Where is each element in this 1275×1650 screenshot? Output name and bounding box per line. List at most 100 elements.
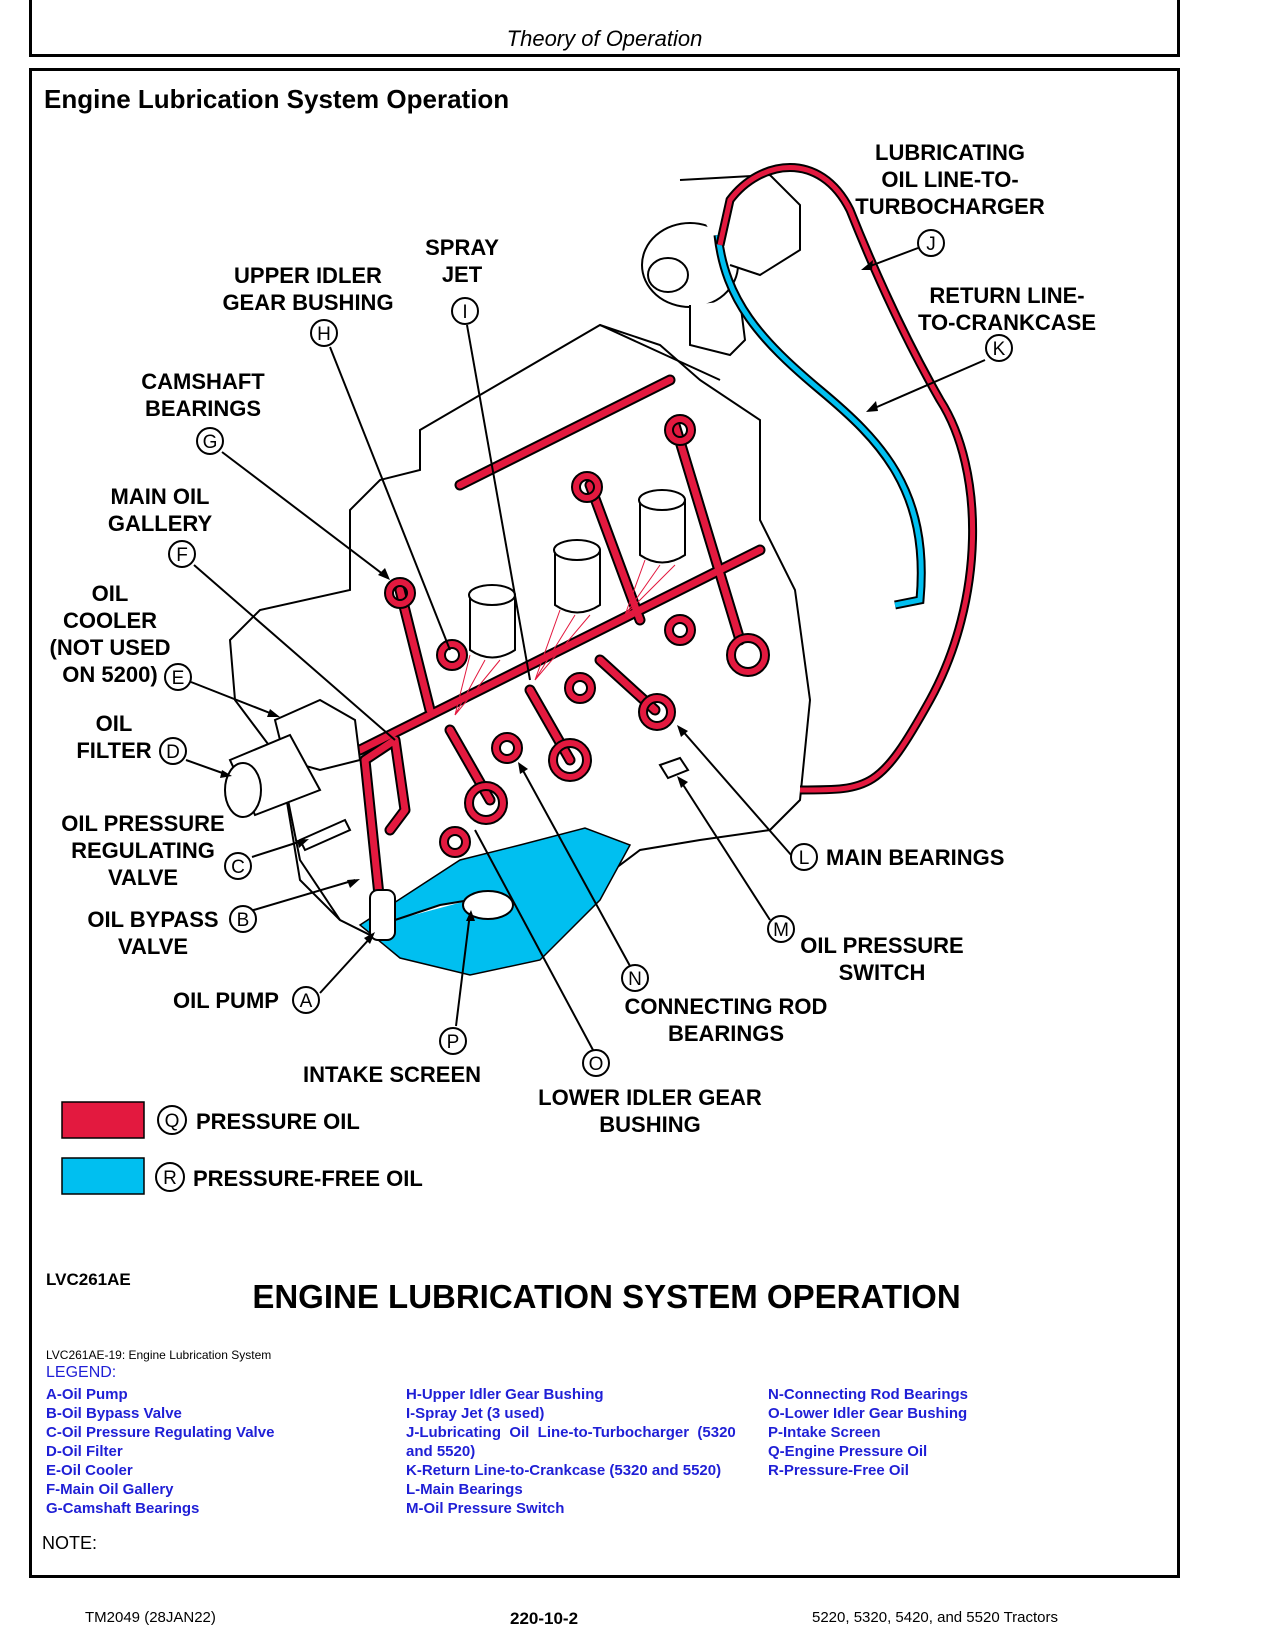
color-key: PRESSURE OIL PRESSURE-FREE OIL xyxy=(61,1101,423,1195)
label-oil-filter-1: OIL xyxy=(96,711,133,736)
callout-o: O xyxy=(582,1049,610,1077)
legend-item: I-Spray Jet (3 used) xyxy=(406,1405,545,1422)
callout-letter: C xyxy=(231,857,245,878)
callout-letter: G xyxy=(203,432,218,453)
legend-item: M-Oil Pressure Switch xyxy=(406,1500,565,1517)
legend-item: L-Main Bearings xyxy=(406,1481,523,1498)
label-lubricating-line-2: OIL LINE-TO- xyxy=(881,167,1018,192)
callout-q: Q xyxy=(157,1105,187,1135)
label-camshaft-2: BEARINGS xyxy=(145,396,261,421)
callout-letter: B xyxy=(237,910,250,931)
label-main-gallery-2: GALLERY xyxy=(108,511,213,536)
label-oil-cooler-3: (NOT USED xyxy=(50,635,171,660)
return-line-to-crankcase xyxy=(713,234,926,610)
lubrication-diagram: J I H K G F E D C B A L M N P O Q R LUBR… xyxy=(50,140,1096,1195)
legend-column-2: H-Upper Idler Gear Bushing I-Spray Jet (… xyxy=(406,1385,736,1518)
callout-letter: L xyxy=(799,848,810,869)
label-lower-idler-2: BUSHING xyxy=(599,1112,700,1137)
label-lubricating-line-1: LUBRICATING xyxy=(875,140,1025,165)
piston-top xyxy=(468,584,516,606)
engine-head-line xyxy=(419,324,721,470)
leader-i xyxy=(466,324,531,681)
figure-id: LVC261AE xyxy=(46,1270,131,1289)
label-return-line-2: TO-CRANKCASE xyxy=(918,310,1096,335)
callout-f: F xyxy=(168,540,196,568)
legend-item: E-Oil Cooler xyxy=(46,1462,133,1479)
turbo-inlet xyxy=(647,257,689,293)
legend-item: J-Lubricating Oil Line-to-Turbocharger (… xyxy=(406,1424,736,1441)
label-bypass-valve-2: VALVE xyxy=(118,934,188,959)
lubricating-line-to-turbo-fill xyxy=(717,165,976,793)
callout-letter: K xyxy=(993,339,1006,360)
legend-item: K-Return Line-to-Crankcase (5320 and 552… xyxy=(406,1462,722,1479)
arrowhead-c xyxy=(297,839,309,848)
spray-jets xyxy=(454,559,676,716)
callout-l: L xyxy=(790,843,818,871)
legend-item: B-Oil Bypass Valve xyxy=(46,1405,182,1422)
callout-letter: O xyxy=(589,1054,604,1075)
arrowhead-l xyxy=(677,725,688,737)
figure-title: ENGINE LUBRICATION SYSTEM OPERATION xyxy=(252,1278,961,1315)
callout-p: P xyxy=(439,1027,467,1055)
note-label: NOTE: xyxy=(42,1533,98,1553)
callout-letter: F xyxy=(176,545,188,566)
label-spray-jet-1: SPRAY xyxy=(425,235,499,260)
label-lubricating-line-3: TURBOCHARGER xyxy=(855,194,1045,219)
label-connecting-rod-2: BEARINGS xyxy=(668,1021,784,1046)
label-pressure-switch-1: OIL PRESSURE xyxy=(800,933,963,958)
figure-caption: LVC261AE-19: Engine Lubrication System xyxy=(46,1348,272,1362)
piston xyxy=(554,549,601,614)
label-pressure-switch-2: SWITCH xyxy=(839,960,926,985)
callout-letter: J xyxy=(926,234,936,255)
turbo-outlet xyxy=(689,299,747,357)
label-regulating-valve-2: REGULATING xyxy=(71,838,215,863)
piston xyxy=(639,499,686,564)
leader-lines xyxy=(185,247,986,1051)
footer-page-number: 220-10-2 xyxy=(510,1609,579,1628)
label-camshaft-1: CAMSHAFT xyxy=(141,369,265,394)
leader-c xyxy=(251,839,306,858)
key-pressure-free-oil: PRESSURE-FREE OIL xyxy=(193,1166,423,1191)
arrowhead-m xyxy=(677,776,688,788)
legend-item: D-Oil Filter xyxy=(46,1443,123,1460)
footer-model-range: 5220, 5320, 5420, and 5520 Tractors xyxy=(812,1609,1059,1626)
turbocharger xyxy=(641,173,801,357)
arrowhead-d xyxy=(220,770,232,778)
callout-letter: N xyxy=(628,969,642,990)
callout-n: N xyxy=(621,964,649,992)
swatch-pressure-oil xyxy=(61,1101,145,1139)
bearing-rings xyxy=(384,414,770,858)
content-frame xyxy=(29,68,1180,1578)
callout-b: B xyxy=(229,905,257,933)
label-return-line-1: RETURN LINE- xyxy=(929,283,1084,308)
pistons xyxy=(468,489,686,659)
leader-m xyxy=(679,779,771,921)
callout-e: E xyxy=(164,663,192,691)
legend-item: G-Camshaft Bearings xyxy=(46,1500,200,1517)
label-oil-cooler-2: COOLER xyxy=(63,608,157,633)
section-title: Engine Lubrication System Operation xyxy=(44,84,510,114)
regulating-valve xyxy=(298,818,352,852)
callout-letter: M xyxy=(773,920,789,941)
callout-letter: A xyxy=(300,991,313,1012)
callout-letter: P xyxy=(447,1032,460,1053)
leader-n xyxy=(519,764,631,967)
legend-item: and 5520) xyxy=(406,1443,476,1460)
label-oil-pump: OIL PUMP xyxy=(173,988,279,1013)
piston-top xyxy=(638,489,686,511)
callout-h: H xyxy=(310,319,338,347)
legend-heading: LEGEND: xyxy=(46,1364,117,1381)
label-spray-jet-2: JET xyxy=(442,262,483,287)
callout-letter: H xyxy=(317,324,331,345)
label-main-bearings: MAIN BEARINGS xyxy=(826,845,1004,870)
swatch-pressure-free-oil xyxy=(61,1157,145,1195)
label-lower-idler-1: LOWER IDLER GEAR xyxy=(538,1085,762,1110)
callout-letter: E xyxy=(172,668,185,689)
leader-g xyxy=(221,451,389,579)
legend-item: A-Oil Pump xyxy=(46,1386,128,1403)
leader-k xyxy=(869,359,986,411)
arrowhead-g xyxy=(378,568,390,580)
pickup-tube xyxy=(394,899,471,921)
oil-pump-pickup xyxy=(369,889,514,941)
legend-item: Q-Engine Pressure Oil xyxy=(768,1443,928,1460)
